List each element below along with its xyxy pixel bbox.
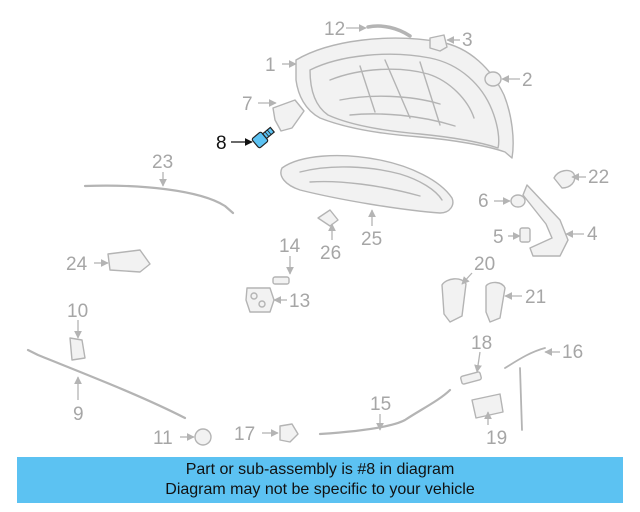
part-7-bracket[interactable] xyxy=(272,99,305,132)
callout-25[interactable]: 25 xyxy=(361,229,382,250)
callout-11[interactable]: 11 xyxy=(153,428,173,449)
part-4-hinge[interactable] xyxy=(522,184,569,257)
callout-14[interactable]: 14 xyxy=(279,236,301,257)
part-11-nut[interactable] xyxy=(194,428,212,446)
part-18-clip[interactable] xyxy=(460,371,482,385)
part-24-bracket[interactable] xyxy=(107,249,151,273)
part-16-cable[interactable] xyxy=(504,347,546,431)
part-14-bolt[interactable] xyxy=(272,276,290,285)
callout-26[interactable]: 26 xyxy=(320,243,341,264)
callout-labels: 1 12 3 2 7 8 23 22 6 4 5 25 26 24 14 13 … xyxy=(66,19,609,449)
callout-8[interactable]: 8 xyxy=(216,133,227,154)
part-8-bolt[interactable] xyxy=(251,125,277,149)
callout-4[interactable]: 4 xyxy=(587,224,598,245)
part-12-seal[interactable] xyxy=(366,24,412,38)
part-17-grommet[interactable] xyxy=(279,423,299,443)
callout-22[interactable]: 22 xyxy=(588,167,609,188)
part-19-bracket[interactable] xyxy=(471,393,504,419)
callout-15[interactable]: 15 xyxy=(370,394,391,415)
callout-18[interactable]: 18 xyxy=(471,333,492,354)
part-13-latch[interactable] xyxy=(245,287,275,313)
part-1-hood[interactable] xyxy=(295,37,514,159)
callout-12[interactable]: 12 xyxy=(324,19,345,40)
part-22-cap[interactable] xyxy=(553,169,576,189)
callout-6[interactable]: 6 xyxy=(478,191,489,212)
info-banner: Part or sub-assembly is #8 in diagram Di… xyxy=(17,457,623,503)
leader-lines xyxy=(74,24,586,441)
callout-23[interactable]: 23 xyxy=(152,152,173,173)
callout-13[interactable]: 13 xyxy=(289,291,310,312)
part-3-bumper[interactable] xyxy=(429,34,448,52)
part-20-handle[interactable] xyxy=(441,278,467,323)
callout-7[interactable]: 7 xyxy=(242,94,253,115)
part-21-handle[interactable] xyxy=(485,281,506,323)
part-15-cable[interactable] xyxy=(318,388,452,436)
part-10-clip[interactable] xyxy=(69,337,86,361)
callout-19[interactable]: 19 xyxy=(486,428,507,449)
part-9-rod[interactable] xyxy=(26,348,187,420)
callout-9[interactable]: 9 xyxy=(73,404,84,425)
callout-2[interactable]: 2 xyxy=(522,70,533,91)
callout-21[interactable]: 21 xyxy=(525,287,546,308)
callout-20[interactable]: 20 xyxy=(474,254,495,275)
callout-16[interactable]: 16 xyxy=(562,342,583,363)
callout-3[interactable]: 3 xyxy=(462,30,473,51)
part-23-rod[interactable] xyxy=(83,184,235,215)
banner-line-2: Diagram may not be specific to your vehi… xyxy=(165,481,475,498)
part-5-bolt[interactable] xyxy=(519,227,531,243)
callout-10[interactable]: 10 xyxy=(67,301,88,322)
part-6-nut[interactable] xyxy=(510,194,526,208)
callout-1[interactable]: 1 xyxy=(265,55,276,76)
callout-17[interactable]: 17 xyxy=(234,424,255,445)
callout-5[interactable]: 5 xyxy=(493,227,504,248)
part-25-insulator[interactable] xyxy=(280,154,454,214)
part-26-clip[interactable] xyxy=(317,209,339,227)
callout-24[interactable]: 24 xyxy=(66,254,88,275)
banner-line-1: Part or sub-assembly is #8 in diagram xyxy=(185,461,455,478)
part-2-stop[interactable] xyxy=(484,71,502,87)
